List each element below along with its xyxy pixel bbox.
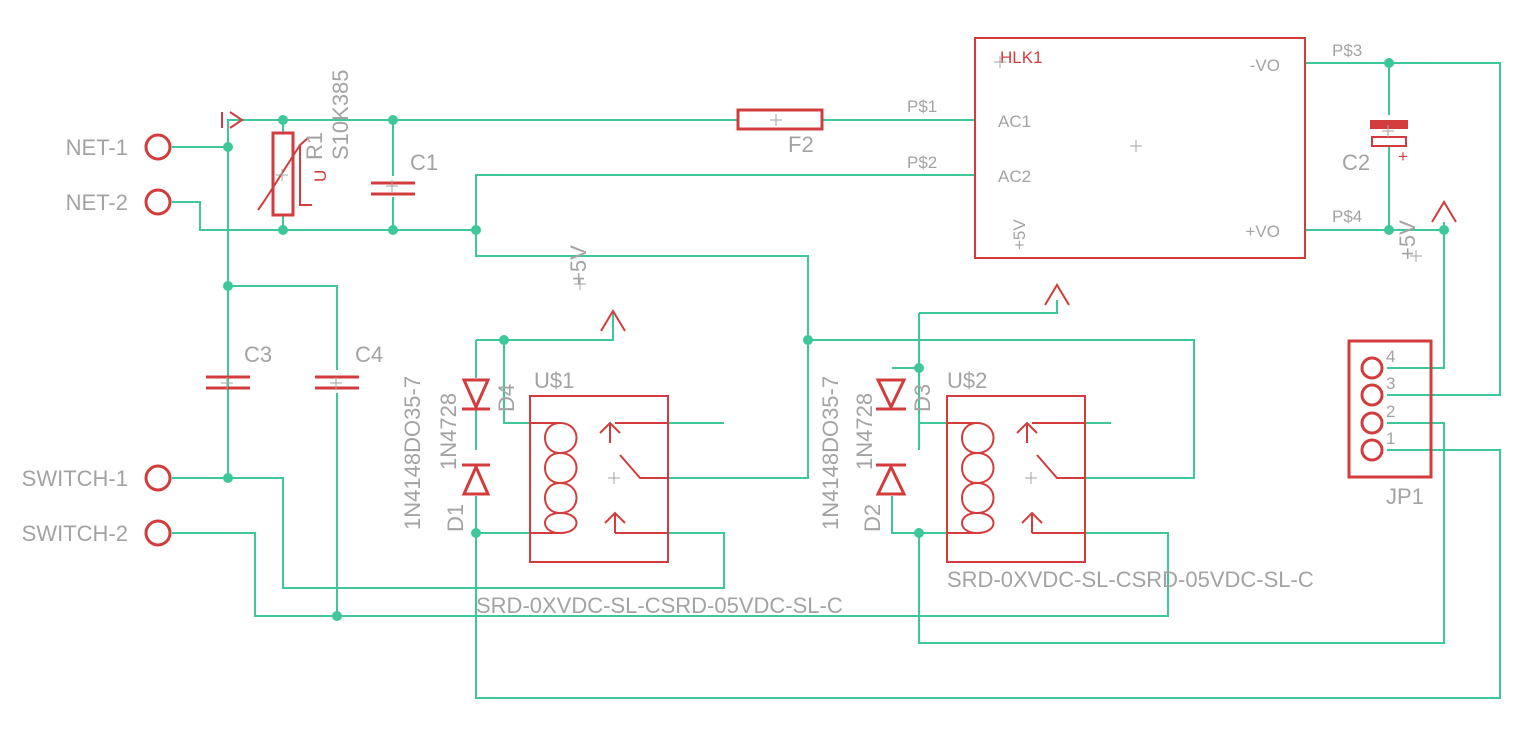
d4-label: D4 <box>494 384 519 412</box>
varistor-name: R1 <box>302 132 327 160</box>
junctions <box>223 58 1449 621</box>
varistor-r1: U R1 S10K385 <box>221 69 353 217</box>
origin-crosses <box>221 56 1422 484</box>
psu-pin-5v: +5V <box>1010 219 1029 250</box>
u1-label: U$1 <box>534 368 574 393</box>
wires <box>172 62 1501 699</box>
switch-1-label: SWITCH-1 <box>22 466 128 491</box>
supply-5v-relay1: +5V <box>566 245 626 332</box>
psu-name: HLK1 <box>1000 48 1043 67</box>
capacitor-c1: C1 <box>371 150 438 196</box>
header-jp1: 4 3 2 1 JP1 <box>1347 339 1433 509</box>
psu-pin-vo-neg: -VO <box>1250 56 1280 75</box>
net-2-label: NET-2 <box>66 190 128 215</box>
d1-label: D1 <box>443 504 468 532</box>
d1-value: 1N4148DO35-7 <box>400 376 425 530</box>
d2-label: D2 <box>860 504 885 532</box>
psu-pin-ac1: AC1 <box>998 112 1031 131</box>
relay-u1: U$1 SRD-0XVDC-SL-CSRD-05VDC-SL-C <box>476 368 843 618</box>
diode-d2: D2 1N4148DO35-7 <box>818 376 907 532</box>
capacitor-c2: + C2 <box>1342 120 1408 175</box>
switch-2-label: SWITCH-2 <box>22 521 128 546</box>
varistor-symbol: U <box>311 170 330 182</box>
psu-pad-2: P$2 <box>907 153 937 172</box>
capacitor-c3: C3 <box>206 342 272 390</box>
d3-value: 1N4728 <box>852 393 877 470</box>
diode-d1: D1 1N4148DO35-7 <box>400 376 491 532</box>
switch-2-connector: SWITCH-2 <box>22 519 172 547</box>
fuse-f2: F2 <box>736 108 824 157</box>
switch-1-connector: SWITCH-1 <box>22 464 172 492</box>
d3-label: D3 <box>910 384 935 412</box>
diode-d4: D4 1N4728 <box>436 378 519 470</box>
psu-pad-4: P$4 <box>1332 207 1362 226</box>
d4-value: 1N4728 <box>436 393 461 470</box>
varistor-value: S10K385 <box>328 69 353 160</box>
c4-label: C4 <box>355 342 383 367</box>
psu-pad-3: P$3 <box>1332 41 1362 60</box>
relay-u2: U$2 SRD-0XVDC-SL-CSRD-05VDC-SL-C <box>946 368 1314 592</box>
c2-polarity: + <box>1398 147 1408 166</box>
psu-pin-ac2: AC2 <box>998 167 1031 186</box>
psu-hlk1: HLK1 AC1 AC2 -VO +VO +5V P$1 P$2 P$3 P$4 <box>907 37 1362 259</box>
supply-5v-relay1-label: +5V <box>566 245 591 285</box>
c2-label: C2 <box>1342 150 1370 175</box>
psu-pad-1: P$1 <box>907 97 937 116</box>
u2-value: SRD-0XVDC-SL-CSRD-05VDC-SL-C <box>947 567 1314 592</box>
jp1-label: JP1 <box>1386 484 1424 509</box>
psu-pin-vo-pos: +VO <box>1246 222 1281 241</box>
jp1-pin-3: 3 <box>1386 374 1395 393</box>
capacitor-c4: C4 <box>315 342 383 390</box>
net-1-connector: NET-1 <box>66 133 172 161</box>
jp1-pin-4: 4 <box>1386 347 1395 366</box>
supply-5v-relay2 <box>1044 283 1070 306</box>
d2-value: 1N4148DO35-7 <box>818 376 843 530</box>
fuse-label: F2 <box>788 132 814 157</box>
jp1-pin-1: 1 <box>1386 429 1395 448</box>
c3-label: C3 <box>244 342 272 367</box>
net-2-connector: NET-2 <box>66 188 172 216</box>
u1-value: SRD-0XVDC-SL-CSRD-05VDC-SL-C <box>476 593 843 618</box>
c1-label: C1 <box>410 150 438 175</box>
jp1-pin-2: 2 <box>1386 402 1395 421</box>
u2-label: U$2 <box>947 368 987 393</box>
diode-d3: D3 1N4728 <box>852 378 935 470</box>
net-1-label: NET-1 <box>66 135 128 160</box>
